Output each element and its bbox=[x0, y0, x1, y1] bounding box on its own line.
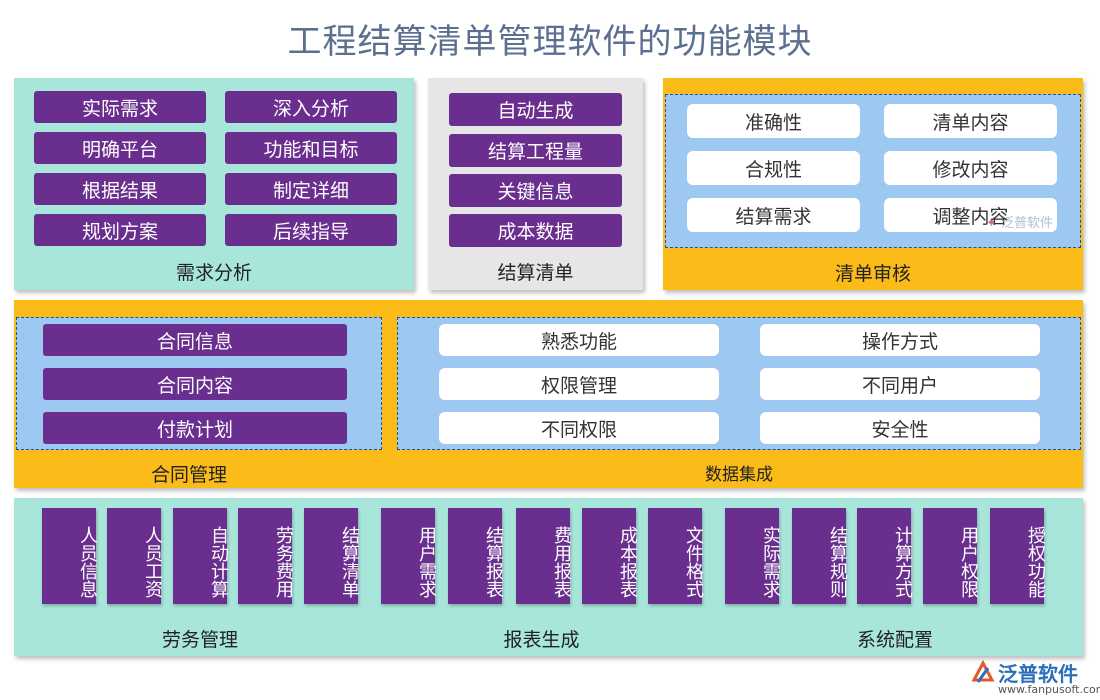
watermark: ✦ 泛普软件 bbox=[986, 212, 1053, 231]
contract-item: 合同信息 bbox=[43, 324, 347, 356]
system-item: 用户权限 bbox=[923, 508, 979, 604]
labor-item: 结算清单 bbox=[304, 508, 360, 604]
logo-url: www.fanpusoft.com bbox=[998, 683, 1100, 696]
watermark-text: 泛普软件 bbox=[1001, 216, 1054, 231]
integration-item: 权限管理 bbox=[439, 368, 719, 400]
demand-item: 深入分析 bbox=[225, 91, 397, 123]
contract-item: 付款计划 bbox=[43, 412, 347, 444]
report-item: 结算报表 bbox=[448, 508, 504, 604]
review-item: 修改内容 bbox=[884, 151, 1057, 185]
settlement-item: 成本数据 bbox=[449, 214, 622, 247]
settlement-list-label: 结算清单 bbox=[497, 262, 574, 284]
watermark-icon: ✦ bbox=[986, 216, 997, 231]
demand-item: 制定详细 bbox=[225, 173, 397, 205]
settlement-item: 关键信息 bbox=[449, 174, 622, 207]
report-item: 成本报表 bbox=[582, 508, 638, 604]
list-review-panel: 准确性 清单内容 合规性 修改内容 结算需求 调整内容 ✦ 泛普软件 清单审核 bbox=[663, 78, 1083, 290]
system-item: 实际需求 bbox=[725, 508, 781, 604]
demand-item: 根据结果 bbox=[34, 173, 206, 205]
data-integration-label: 数据集成 bbox=[705, 465, 773, 485]
system-item: 结算规则 bbox=[792, 508, 848, 604]
review-item: 清单内容 bbox=[884, 104, 1057, 138]
contract-inner: 合同信息 合同内容 付款计划 bbox=[16, 317, 382, 450]
review-item: 调整内容 bbox=[884, 198, 1057, 232]
demand-item: 实际需求 bbox=[34, 91, 206, 123]
settlement-list-panel: 自动生成 结算工程量 关键信息 成本数据 结算清单 bbox=[428, 78, 643, 290]
labor-item: 自动计算 bbox=[173, 508, 229, 604]
demand-analysis-label: 需求分析 bbox=[175, 262, 252, 284]
demand-item: 明确平台 bbox=[34, 132, 206, 164]
review-item: 合规性 bbox=[687, 151, 860, 185]
system-config-label: 系统配置 bbox=[856, 629, 933, 651]
row2-panel: 合同信息 合同内容 付款计划 熟悉功能 操作方式 权限管理 不同用户 不同权限 … bbox=[14, 300, 1083, 488]
integration-item: 不同用户 bbox=[760, 368, 1040, 400]
report-item: 文件格式 bbox=[648, 508, 704, 604]
list-review-label: 清单审核 bbox=[834, 263, 911, 285]
review-item: 结算需求 bbox=[687, 198, 860, 232]
labor-item: 劳务费用 bbox=[238, 508, 294, 604]
demand-analysis-panel: 实际需求 深入分析 明确平台 功能和目标 根据结果 制定详细 规划方案 后续指导… bbox=[14, 78, 414, 290]
demand-item: 后续指导 bbox=[225, 214, 397, 246]
settlement-item: 结算工程量 bbox=[449, 134, 622, 167]
integration-item: 安全性 bbox=[760, 412, 1040, 444]
logo-icon bbox=[971, 660, 995, 683]
report-item: 用户需求 bbox=[381, 508, 437, 604]
logo-name: 泛普软件 bbox=[998, 662, 1078, 686]
integration-item: 操作方式 bbox=[760, 324, 1040, 356]
contract-management-label: 合同管理 bbox=[150, 464, 227, 486]
system-item: 计算方式 bbox=[857, 508, 913, 604]
demand-item: 规划方案 bbox=[34, 214, 206, 246]
contract-item: 合同内容 bbox=[43, 368, 347, 400]
report-item: 费用报表 bbox=[516, 508, 572, 604]
integration-item: 不同权限 bbox=[439, 412, 719, 444]
page-title: 工程结算清单管理软件的功能模块 bbox=[287, 22, 813, 62]
labor-item: 人员信息 bbox=[42, 508, 98, 604]
row3-panel: 人员信息 人员工资 自动计算 劳务费用 结算清单 用户需求 结算报表 费用报表 … bbox=[14, 498, 1083, 656]
system-item: 授权功能 bbox=[990, 508, 1046, 604]
review-item: 准确性 bbox=[687, 104, 860, 138]
demand-item: 功能和目标 bbox=[225, 132, 397, 164]
settlement-item: 自动生成 bbox=[449, 93, 622, 126]
report-generation-label: 报表生成 bbox=[503, 629, 580, 651]
integration-inner: 熟悉功能 操作方式 权限管理 不同用户 不同权限 安全性 bbox=[397, 317, 1081, 450]
list-review-inner: 准确性 清单内容 合规性 修改内容 结算需求 调整内容 ✦ 泛普软件 bbox=[665, 94, 1081, 248]
brand-logo: 泛普软件 www.fanpusoft.com bbox=[970, 656, 1100, 698]
labor-item: 人员工资 bbox=[107, 508, 163, 604]
integration-item: 熟悉功能 bbox=[439, 324, 719, 356]
labor-management-label: 劳务管理 bbox=[161, 629, 238, 651]
